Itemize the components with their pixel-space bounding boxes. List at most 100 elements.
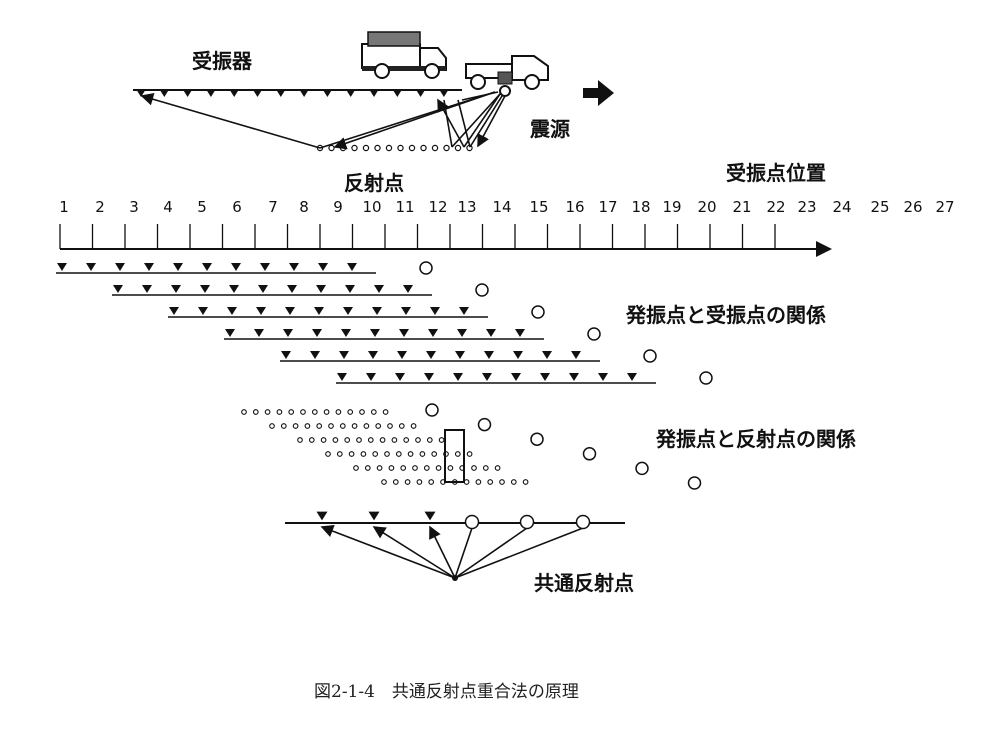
receiver-icon (569, 373, 579, 381)
reflection-point-marker (370, 409, 377, 415)
reflection-point-marker (332, 437, 339, 443)
receiver-icon (283, 329, 293, 337)
position-number: 5 (197, 198, 207, 216)
reflection-point-marker (288, 409, 295, 415)
source-marker (531, 305, 545, 319)
source-marker (519, 514, 535, 530)
receiver-icon (200, 285, 210, 293)
receiver-icon (314, 307, 324, 315)
receiver-icon (227, 307, 237, 315)
reflection-point-marker (475, 479, 482, 485)
reflection-point-marker (447, 465, 454, 471)
reflection-point-row (316, 144, 473, 152)
receiver-icon (231, 263, 241, 271)
crp-rays (320, 525, 584, 579)
ray-path (372, 526, 456, 579)
source-marker (582, 447, 597, 461)
reflection-point-marker (426, 437, 433, 443)
receiver-icon (57, 263, 67, 271)
reflection-point-marker (356, 437, 362, 443)
receiver-icon (627, 373, 637, 381)
position-number: 24 (832, 198, 851, 216)
reflection-point-marker (388, 465, 395, 471)
receiver-icon (542, 351, 552, 359)
source-marker (419, 261, 433, 275)
source-marker (699, 371, 713, 385)
position-number: 26 (903, 198, 922, 216)
position-number: 3 (129, 198, 139, 216)
reflection-point-marker (431, 451, 438, 457)
position-number: 21 (732, 198, 751, 216)
reflection-point-marker (416, 479, 423, 485)
receiver-icon (252, 89, 263, 97)
receiver-icon (159, 89, 170, 97)
receiver-icon (598, 373, 608, 381)
reflection-point-marker (403, 437, 410, 443)
receiver-icon (198, 307, 208, 315)
reflection-point-marker (407, 451, 414, 457)
receiver-icon (343, 307, 353, 315)
reflection-point-marker (304, 423, 311, 429)
position-number: 14 (492, 198, 511, 216)
position-number: 20 (697, 198, 716, 216)
receiver-icon (482, 373, 492, 381)
reflection-point-marker (499, 479, 505, 485)
reflection-point-marker (325, 451, 331, 457)
receiver-icon (275, 89, 286, 97)
reflection-point-marker (385, 144, 393, 152)
position-number: 27 (935, 198, 954, 216)
receiver-icon (484, 351, 494, 359)
reflection-point-marker (292, 423, 299, 429)
receiver-position-label: 受振点位置 (726, 161, 826, 185)
receiver-icon (345, 285, 355, 293)
common-midpoint-box (444, 429, 465, 483)
reflection-point-marker (335, 409, 342, 415)
reflection-point-marker (280, 423, 287, 429)
reflection-point-marker (360, 451, 367, 457)
reflection-point-marker (487, 479, 494, 485)
receiver-icon (299, 89, 310, 97)
receiver-icon (229, 89, 240, 97)
position-number: 10 (362, 198, 381, 216)
receiver-icon (316, 511, 328, 521)
reflection-point-marker (320, 437, 327, 443)
receiver-icon (341, 329, 351, 337)
reflection-point-marker (297, 437, 303, 443)
direction-arrow-icon (583, 80, 614, 106)
reflection-point-marker (359, 409, 365, 415)
ray-path (454, 527, 473, 579)
receiver-icon (459, 307, 469, 315)
reflection-point-marker (323, 409, 330, 415)
vibrator-truck-icon (361, 31, 447, 79)
common-reflection-point-dot (452, 575, 458, 581)
receiver-icon (415, 89, 426, 97)
reflection-point-marker (466, 451, 473, 457)
receiver-icon (182, 89, 193, 97)
position-number: 1 (59, 198, 69, 216)
receiver-icon (457, 329, 467, 337)
receiver-icon (438, 89, 449, 97)
reflection-point-marker (408, 144, 416, 152)
source-marker (475, 283, 489, 297)
receiver-icon (368, 511, 380, 521)
receiver-icon (369, 89, 379, 97)
reflection-point-marker (241, 409, 247, 415)
receiver-icon (260, 263, 270, 271)
receiver-icon (347, 263, 357, 271)
reflection-point-marker (364, 465, 371, 471)
receiver-icon (424, 373, 434, 381)
reflection-point-marker (316, 423, 323, 429)
receiver-icon (455, 351, 465, 359)
reflection-point-marker (415, 437, 421, 443)
receiver-icon (339, 351, 349, 359)
source-receiver-relation-label: 発振点と受振点の関係 (625, 303, 826, 327)
receiver-icon (202, 263, 212, 271)
receiver-icon (169, 307, 179, 315)
source-label: 震源 (530, 117, 570, 141)
receiver-icon (428, 329, 438, 337)
receiver-icon (513, 351, 523, 359)
receiver-icon (225, 329, 235, 337)
source-truck-icon (465, 55, 549, 97)
receiver-icon (115, 263, 125, 271)
reflection-point-marker (435, 465, 442, 471)
